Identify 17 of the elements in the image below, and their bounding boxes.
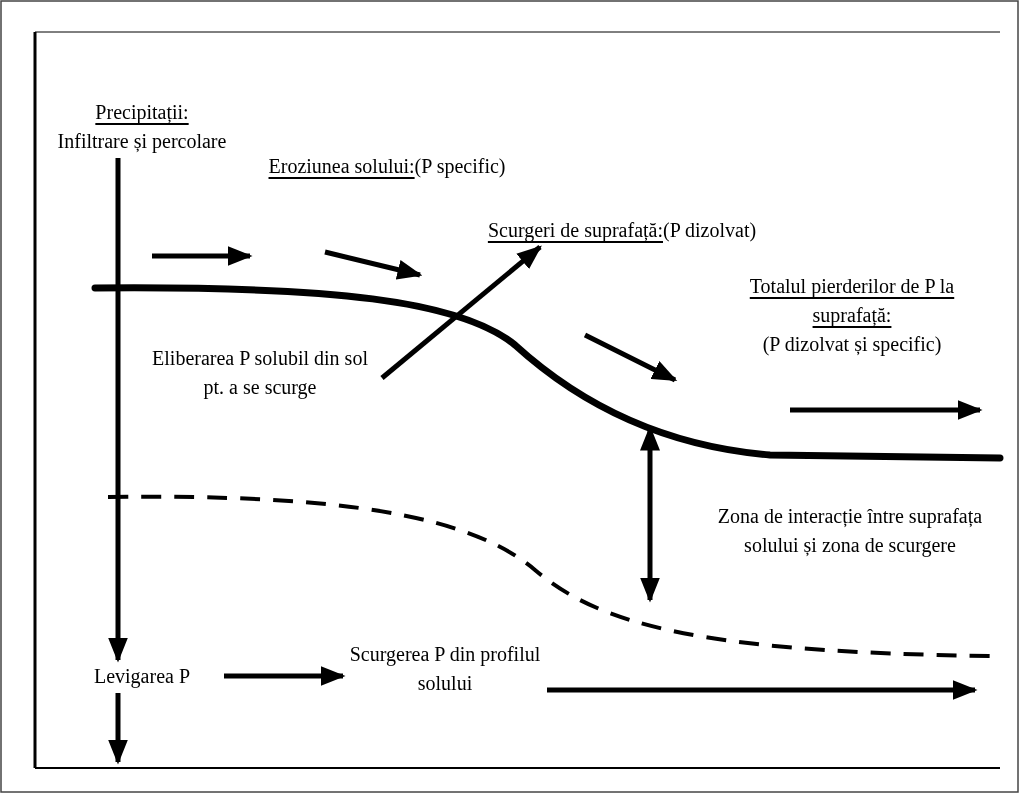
heading-text: Scurgeri de suprafață:	[487, 218, 663, 244]
arrow	[224, 666, 346, 686]
body-text: (P specific)	[414, 154, 506, 180]
arrow	[547, 680, 978, 700]
arrow	[108, 158, 128, 663]
body-text: Infiltrare și percolare	[57, 129, 227, 155]
heading-text: Precipitații:	[95, 100, 189, 126]
label-text: Scurgerea P din profilul solului	[345, 640, 545, 698]
label-text: Zona de interacție între suprafața solului și zona de scurgere	[700, 502, 1000, 560]
arrow	[380, 245, 542, 380]
heading-text: Totalul pierderilor de P la suprafață:	[748, 274, 956, 329]
body-text: (P dizolvat și specific)	[762, 332, 942, 358]
label-text: Levigarea P	[62, 662, 222, 691]
heading-text: Eroziunea solului:	[268, 154, 415, 177]
arrow	[108, 693, 128, 765]
body-text: (P dizolvat)	[663, 218, 757, 244]
label-text: Eliberarea P solubil din sol pt. a se scurge	[140, 344, 380, 402]
